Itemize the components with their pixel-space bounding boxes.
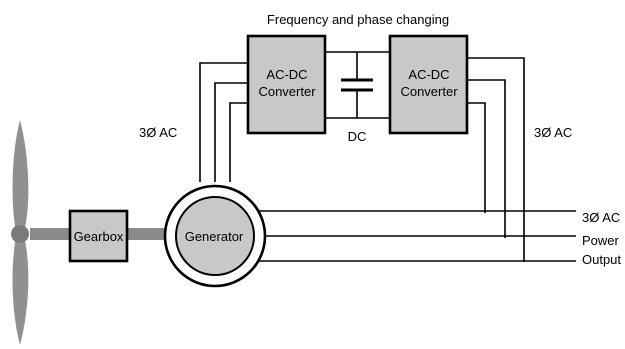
output-label-2: Power	[582, 233, 620, 248]
converter-right-line1: AC-DC	[408, 67, 449, 82]
converter-left-line1: AC-DC	[266, 67, 307, 82]
turbine-rotor	[11, 120, 29, 345]
right-ac-label: 3Ø AC	[534, 125, 572, 140]
converter-left: AC-DC Converter	[246, 34, 327, 135]
right-ac-wires	[467, 57, 525, 262]
converter-left-line2: Converter	[258, 84, 316, 99]
generator-label: Generator	[185, 229, 244, 244]
output-label-3: Output	[582, 252, 621, 267]
gearbox-block	[68, 209, 129, 263]
output-lines	[258, 210, 576, 262]
output-labels: 3Ø AC Power Output	[582, 210, 621, 267]
converter-right-line2: Converter	[400, 84, 458, 99]
diagram-title: Frequency and phase changing	[267, 12, 449, 27]
output-label-1: 3Ø AC	[582, 210, 620, 225]
dc-label: DC	[348, 129, 367, 144]
dc-capacitor	[341, 78, 373, 92]
left-ac-wires	[199, 62, 248, 182]
dc-link-wires	[325, 51, 390, 119]
generator: Generator	[163, 184, 267, 288]
left-ac-label: 3Ø AC	[139, 125, 177, 140]
converter-right: AC-DC Converter	[388, 34, 469, 135]
gearbox-label: Gearbox	[74, 229, 124, 244]
